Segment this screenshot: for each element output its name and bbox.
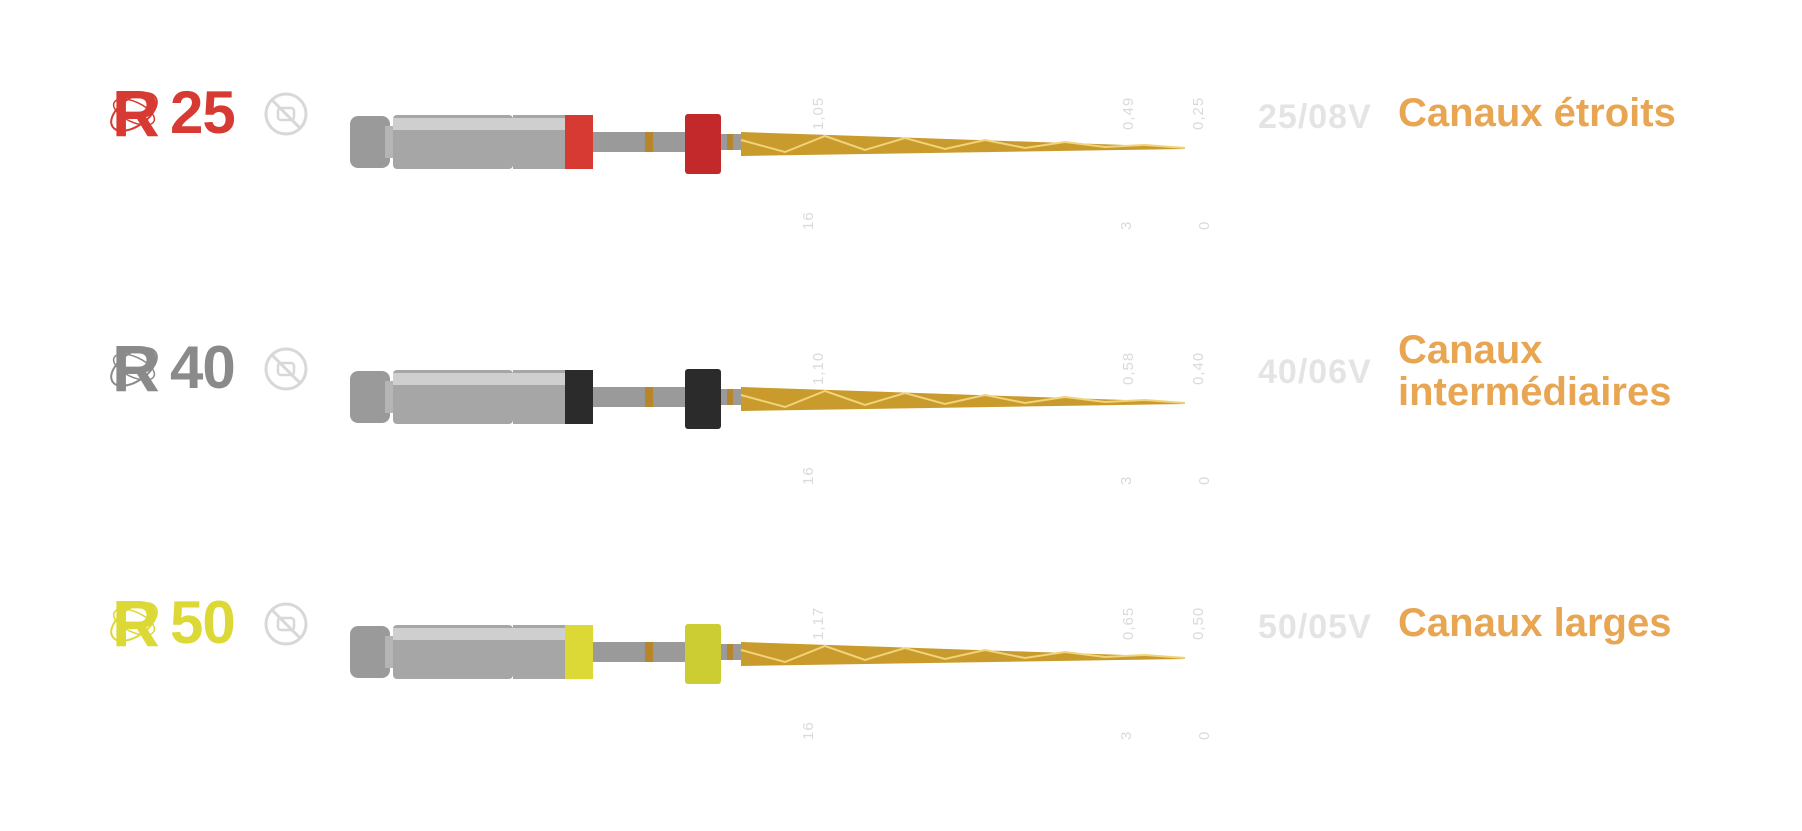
taper-label: 50/05V [1258,608,1372,646]
orbit-icon [110,602,158,642]
length-label: 0 [1196,475,1213,485]
file-instrument [350,369,1186,429]
orbit-icon [110,92,158,132]
logo-letter: R [112,76,160,150]
diameter-label: 0,40 [1190,351,1207,385]
diameter-label: 0,49 [1120,96,1137,130]
length-label: 3 [1118,475,1135,485]
no-reuse-icon [264,92,308,136]
diameter-label: 1,05 [810,96,827,130]
length-label: 16 [800,721,817,740]
diameter-label: 0,65 [1120,606,1137,640]
logo-number: 25 [170,79,236,146]
length-label: 3 [1118,220,1135,230]
no-reuse-icon [264,602,308,646]
color-band [565,115,593,169]
length-label: 0 [1196,220,1213,230]
file-instrument [350,114,1186,174]
length-label: 3 [1118,730,1135,740]
diameter-label: 0,58 [1120,351,1137,385]
logo-letter: R [112,586,160,660]
canal-description-line1: Canaux étroits [1398,91,1676,135]
logo-number: 40 [170,334,236,401]
canal-description: Canaux étroits [1398,92,1676,134]
length-label: 0 [1196,730,1213,740]
canal-description-line1: Canaux [1398,328,1543,372]
logo-number: 50 [170,589,236,656]
color-band [565,625,593,679]
file-logo: R 40 [104,333,254,413]
canal-description-line2: intermédiaires [1398,370,1672,414]
taper-label: 25/08V [1258,98,1372,136]
diameter-label: 1,17 [810,606,827,640]
diameter-label: 0,25 [1190,96,1207,130]
length-label: 16 [800,466,817,485]
file-logo: R 50 [104,588,254,668]
file-row-r25: R 25 1,05 0,49 0,25 16 3 0 25/08V Canaux… [0,30,1802,230]
canal-description: Canaux intermédiaires [1398,329,1671,413]
canal-description: Canaux larges [1398,602,1671,644]
file-row-r40: R 40 1,10 0,58 0,40 16 3 0 40/06V Canaux… [0,285,1802,485]
length-label: 16 [800,211,817,230]
diameter-label: 1,10 [810,351,827,385]
canal-description-line1: Canaux larges [1398,601,1672,645]
logo-letter: R [112,331,160,405]
file-instrument [350,624,1186,684]
diameter-label: 0,50 [1190,606,1207,640]
no-reuse-icon [264,347,308,391]
color-band [565,370,593,424]
file-logo: R 25 [104,78,254,158]
file-row-r50: R 50 1,17 0,65 0,50 16 3 0 50/05V Canaux… [0,540,1802,740]
orbit-icon [110,347,158,387]
taper-label: 40/06V [1258,353,1372,391]
